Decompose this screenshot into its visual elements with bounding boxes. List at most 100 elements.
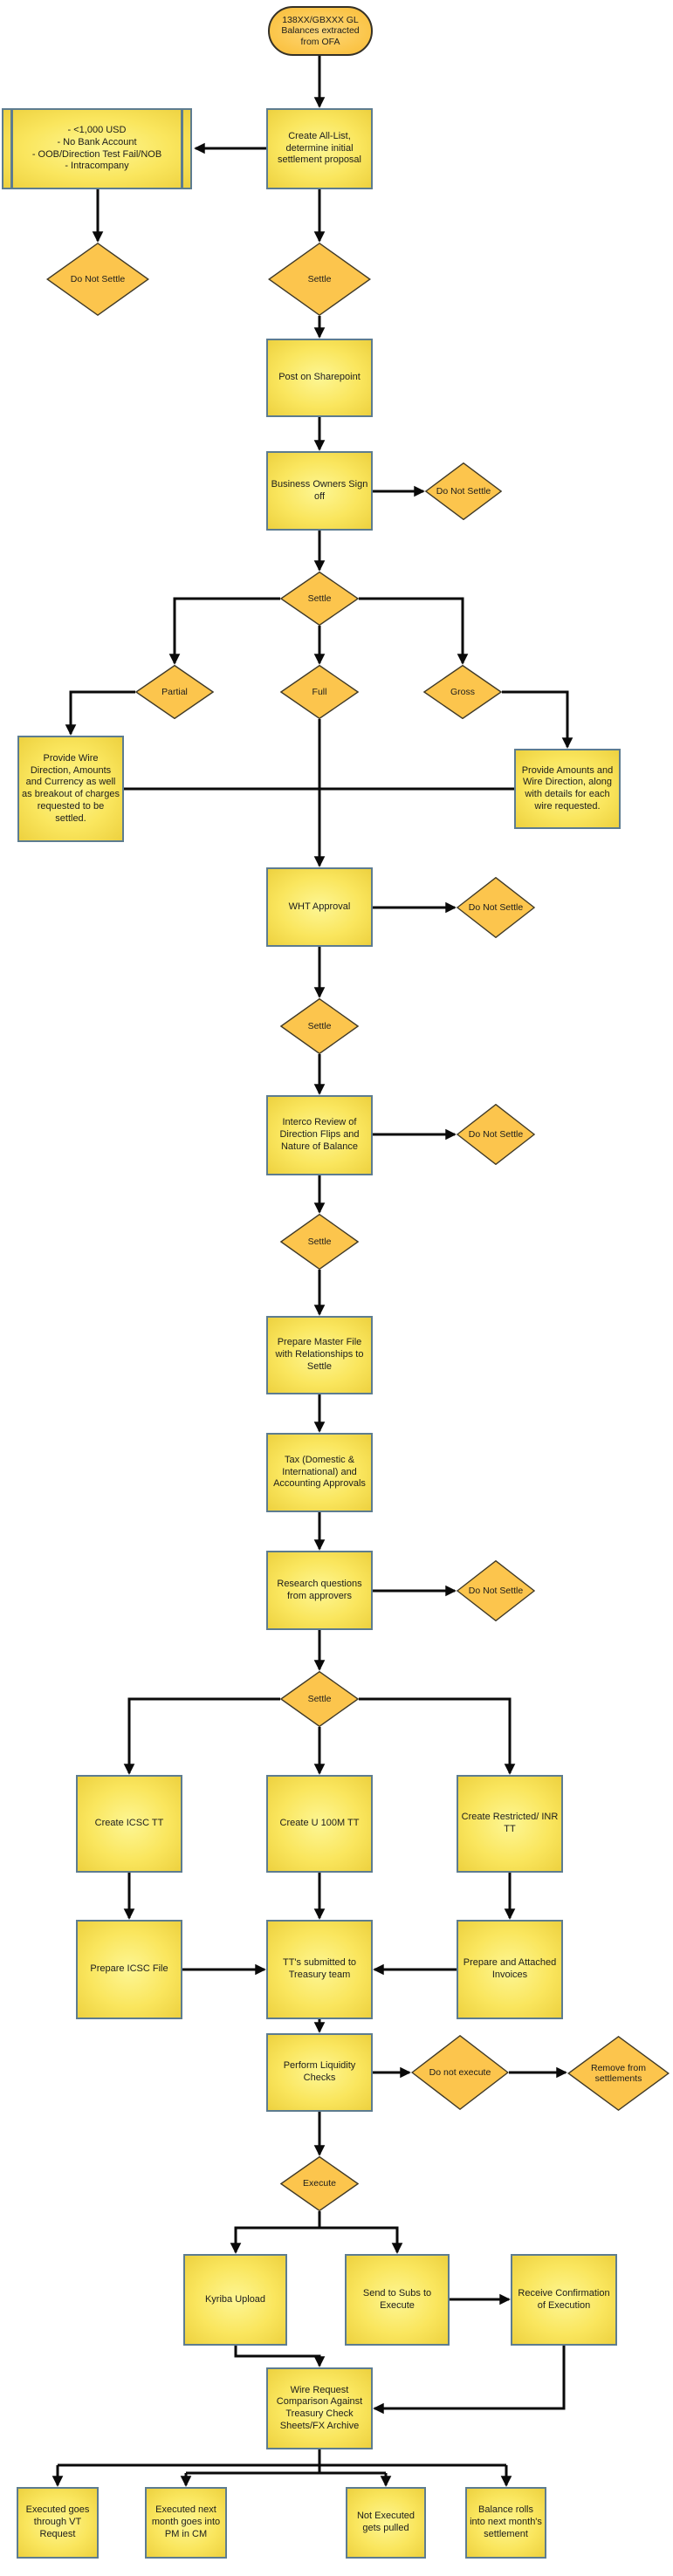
node-label: Perform Liquidity Checks: [283, 2060, 356, 2083]
node-label: Full: [312, 686, 327, 697]
node-provide-amounts: Provide Amounts and Wire Direction, alon…: [514, 749, 621, 829]
diamond-shape: [280, 572, 359, 626]
node-label: Settle: [307, 593, 332, 604]
node-business-owners-sign-off: Business Owners Sign off: [266, 451, 373, 531]
node-label: Gross: [450, 686, 475, 697]
node-label: Interco Review of Direction Flips and Na…: [279, 1117, 360, 1152]
predefined-bar-left: [10, 110, 13, 188]
node-label: Prepare Master File with Relationships t…: [275, 1337, 364, 1372]
node-tts-submitted: TT's submitted to Treasury team: [266, 1920, 373, 2019]
node-settle-2: Settle: [280, 572, 359, 626]
diamond-shape: [280, 1214, 359, 1270]
node-full: Full: [280, 665, 359, 719]
diamond-shape: [423, 665, 502, 719]
node-label: Balance rolls into next month's settleme…: [470, 2504, 542, 2539]
flow-connector: [373, 2346, 566, 2415]
node-label: Settle: [307, 273, 332, 284]
node-label: Research questions from approvers: [277, 1578, 362, 1601]
node-label: Settle: [307, 1020, 332, 1031]
node-label: Partial: [161, 686, 188, 697]
node-label: Kyriba Upload: [204, 2293, 266, 2305]
node-label: Do not execute: [429, 2066, 491, 2078]
diamond-shape: [280, 665, 359, 719]
node-create-restricted-inr-tt: Create Restricted/ INR TT: [457, 1775, 563, 1873]
node-do-not-settle-1: Do Not Settle: [46, 243, 149, 316]
node-wht-approval: WHT Approval: [266, 867, 373, 947]
node-exclusion-criteria: - <1,000 USD - No Bank Account - OOB/Dir…: [2, 108, 192, 189]
predefined-bar-right: [181, 110, 183, 188]
node-label: Provide Amounts and Wire Direction, alon…: [521, 764, 614, 812]
flow-connector: [359, 1697, 516, 1775]
flow-connector: [319, 2226, 403, 2254]
diamond-shape: [425, 462, 502, 520]
node-do-not-settle-3: Do Not Settle: [457, 877, 535, 938]
node-not-executed-pulled: Not Executed gets pulled: [346, 2487, 426, 2559]
node-label: Do Not Settle: [468, 901, 524, 913]
diamond-shape: [567, 2036, 670, 2111]
node-prepare-master-file: Prepare Master File with Relationships t…: [266, 1316, 373, 1394]
node-label: WHT Approval: [288, 901, 351, 912]
diamond-shape: [457, 877, 535, 938]
node-label: Do Not Settle: [70, 273, 126, 284]
node-do-not-settle-4: Do Not Settle: [457, 1104, 535, 1165]
flow-connector: [230, 2211, 321, 2254]
node-remove-from-settlements: Remove from settlements: [567, 2036, 670, 2111]
node-perform-liquidity-checks: Perform Liquidity Checks: [266, 2033, 373, 2112]
node-create-all-list: Create All-List, determine initial settl…: [266, 108, 373, 189]
node-do-not-settle-2: Do Not Settle: [425, 462, 502, 520]
node-wire-request-comparison: Wire Request Comparison Against Treasury…: [266, 2367, 373, 2449]
node-balance-rolls: Balance rolls into next month's settleme…: [465, 2487, 546, 2559]
node-label: Create All-List, determine initial settl…: [278, 130, 361, 166]
node-create-u100m-tt: Create U 100M TT: [266, 1775, 373, 1873]
node-research-questions: Research questions from approvers: [266, 1551, 373, 1630]
node-label: Create ICSC TT: [94, 1818, 164, 1829]
node-label: Executed next month goes into PM in CM: [151, 2504, 221, 2539]
node-settle-3: Settle: [280, 998, 359, 1054]
diamond-shape: [457, 1104, 535, 1165]
node-executed-vt-request: Executed goes through VT Request: [17, 2487, 99, 2559]
node-create-icsc-tt: Create ICSC TT: [76, 1775, 182, 1873]
flow-connector: [168, 597, 280, 665]
node-send-to-subs: Send to Subs to Execute: [345, 2254, 450, 2346]
node-label: Settle: [307, 1236, 332, 1247]
node-label: Prepare ICSC File: [90, 1963, 168, 1975]
node-settle-1: Settle: [268, 243, 371, 316]
node-label: 138XX/GBXXX GL Balances extracted from O…: [281, 14, 360, 47]
diamond-shape: [268, 243, 371, 316]
node-label: Not Executed gets pulled: [356, 2511, 415, 2533]
node-label: Post on Sharepoint: [278, 372, 361, 383]
node-label: Executed goes through VT Request: [25, 2504, 90, 2539]
node-executed-next-month: Executed next month goes into PM in CM: [145, 2487, 227, 2559]
node-label: TT's submitted to Treasury team: [282, 1957, 356, 1980]
node-label: Provide Wire Direction, Amounts and Curr…: [22, 752, 120, 824]
node-post-on-sharepoint: Post on Sharepoint: [266, 339, 373, 417]
node-label: Execute: [303, 2178, 336, 2189]
node-provide-wire-direction: Provide Wire Direction, Amounts and Curr…: [17, 736, 124, 842]
node-execute: Execute: [280, 2156, 359, 2211]
diamond-shape: [280, 2156, 359, 2211]
node-label: Receive Confirmation of Execution: [518, 2287, 610, 2311]
diamond-shape: [411, 2035, 509, 2110]
diamond-shape: [46, 243, 149, 316]
node-receive-confirmation: Receive Confirmation of Execution: [511, 2254, 617, 2346]
node-do-not-execute: Do not execute: [411, 2035, 509, 2110]
node-do-not-settle-5: Do Not Settle: [457, 1560, 535, 1621]
node-label: Do Not Settle: [468, 1128, 524, 1140]
node-start: 138XX/GBXXX GL Balances extracted from O…: [268, 6, 373, 56]
node-label: Send to Subs to Execute: [362, 2287, 432, 2311]
diamond-shape: [457, 1560, 535, 1621]
node-interco-review: Interco Review of Direction Flips and Na…: [266, 1095, 373, 1175]
node-partial: Partial: [135, 665, 214, 719]
node-prepare-icsc-file: Prepare ICSC File: [76, 1920, 182, 2019]
flow-connector: [502, 690, 573, 749]
node-label: Do Not Settle: [468, 1585, 524, 1596]
diamond-shape: [280, 998, 359, 1054]
flow-connector: [65, 690, 135, 736]
node-label: Tax (Domestic & International) and Accou…: [273, 1454, 366, 1490]
node-label: Settle: [307, 1693, 332, 1704]
node-label: Remove from settlements: [590, 2062, 646, 2084]
diamond-shape: [135, 665, 214, 719]
node-label: Create U 100M TT: [279, 1818, 360, 1829]
node-settle-4: Settle: [280, 1214, 359, 1270]
